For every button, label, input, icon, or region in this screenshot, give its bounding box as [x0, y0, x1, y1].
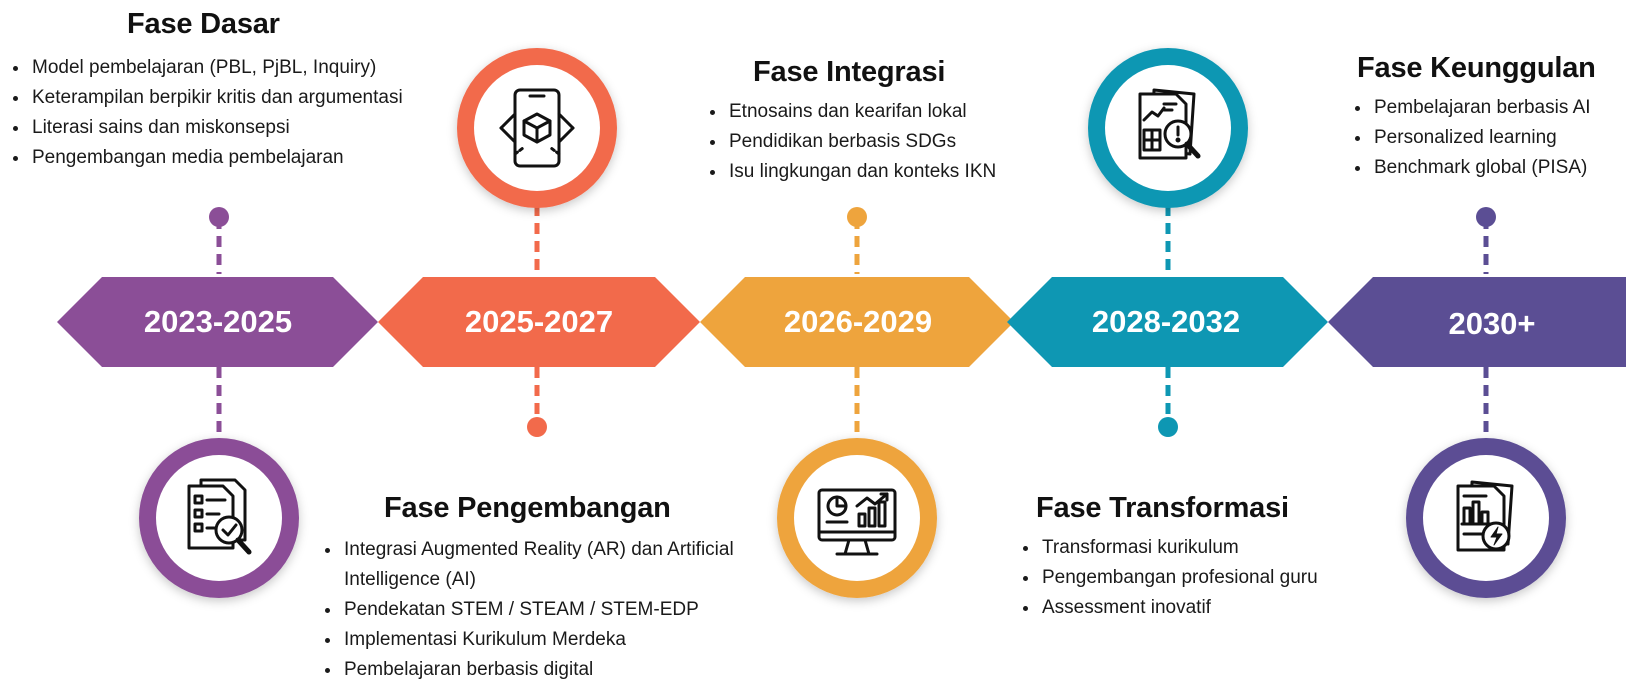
phase-item-list: Model pembelajaran (PBL, PjBL, Inquiry) … [8, 53, 438, 173]
list-item: Keterampilan berpikir kritis dan argumen… [8, 83, 438, 113]
connector-keunggulan [1476, 207, 1496, 436]
phase-title: Fase Dasar [127, 8, 280, 40]
list-item: Pendekatan STEM / STEAM / STEM-EDP [320, 595, 780, 625]
list-item: Pengembangan profesional guru [1018, 563, 1348, 593]
connector-transformasi [1158, 205, 1178, 437]
list-item: Isu lingkungan dan konteks IKN [705, 157, 1045, 187]
phase-title: Fase Transformasi [1036, 492, 1289, 524]
phase-transformasi: Fase Transformasi Transformasi kurikulum… [1018, 492, 1348, 623]
report-analysis-icon [1138, 88, 1201, 160]
period-arrow-2026-2029 [700, 277, 1014, 367]
document-checklist-icon [187, 478, 252, 555]
period-arrow-2028-2032 [1007, 277, 1328, 367]
phase-item-list: Etnosains dan kearifan lokal Pendidikan … [705, 97, 1045, 187]
phase-integrasi: Fase Integrasi Etnosains dan kearifan lo… [705, 56, 1045, 187]
list-item: Transformasi kurikulum [1018, 533, 1348, 563]
list-item: Implementasi Kurikulum Merdeka [320, 625, 780, 655]
report-performance-icon [1456, 480, 1514, 552]
list-item: Etnosains dan kearifan lokal [705, 97, 1045, 127]
phase-pengembangan: Fase Pengembangan Integrasi Augmented Re… [320, 492, 780, 685]
phase-item-list: Integrasi Augmented Reality (AR) dan Art… [320, 535, 780, 685]
list-item: Personalized learning [1350, 123, 1626, 153]
period-arrow-2025-2027 [378, 277, 700, 367]
icon-ring-integrasi [777, 438, 937, 598]
phase-item-list: Transformasi kurikulum Pengembangan prof… [1018, 533, 1348, 623]
analytics-monitor-icon [817, 488, 897, 556]
list-item: Pendidikan berbasis SDGs [705, 127, 1045, 157]
period-label-integrasi: 2026-2029 [783, 304, 933, 339]
period-label-keunggulan: 2030+ [1448, 306, 1536, 341]
phase-dasar: Fase Dasar Model pembelajaran (PBL, PjBL… [8, 8, 438, 173]
list-item: Benchmark global (PISA) [1350, 153, 1626, 183]
phase-title: Fase Pengembangan [384, 492, 671, 524]
list-item: Pengembangan media pembelajaran [8, 143, 438, 173]
connector-pengembangan [527, 205, 547, 437]
list-item: Literasi sains dan miskonsepsi [8, 113, 438, 143]
phase-title: Fase Integrasi [753, 56, 946, 88]
period-arrow-2030plus [1328, 277, 1626, 367]
period-label-transformasi: 2028-2032 [1091, 304, 1241, 339]
phase-keunggulan: Fase Keunggulan Pembelajaran berbasis AI… [1350, 52, 1626, 183]
augmented-reality-phone-icon [499, 88, 575, 168]
list-item: Pembelajaran berbasis AI [1350, 93, 1626, 123]
list-item: Pembelajaran berbasis digital [320, 655, 780, 685]
phase-item-list: Pembelajaran berbasis AI Personalized le… [1350, 93, 1626, 183]
period-label-dasar: 2023-2025 [143, 304, 293, 339]
list-item: Integrasi Augmented Reality (AR) dan Art… [320, 535, 780, 595]
period-label-pengembangan: 2025-2027 [464, 304, 614, 339]
connector-integrasi [847, 207, 867, 436]
period-arrow-2023-2025 [57, 277, 378, 367]
connector-dasar [209, 207, 229, 436]
list-item: Model pembelajaran (PBL, PjBL, Inquiry) [8, 53, 438, 83]
list-item: Assessment inovatif [1018, 593, 1348, 623]
phase-title: Fase Keunggulan [1357, 52, 1596, 84]
